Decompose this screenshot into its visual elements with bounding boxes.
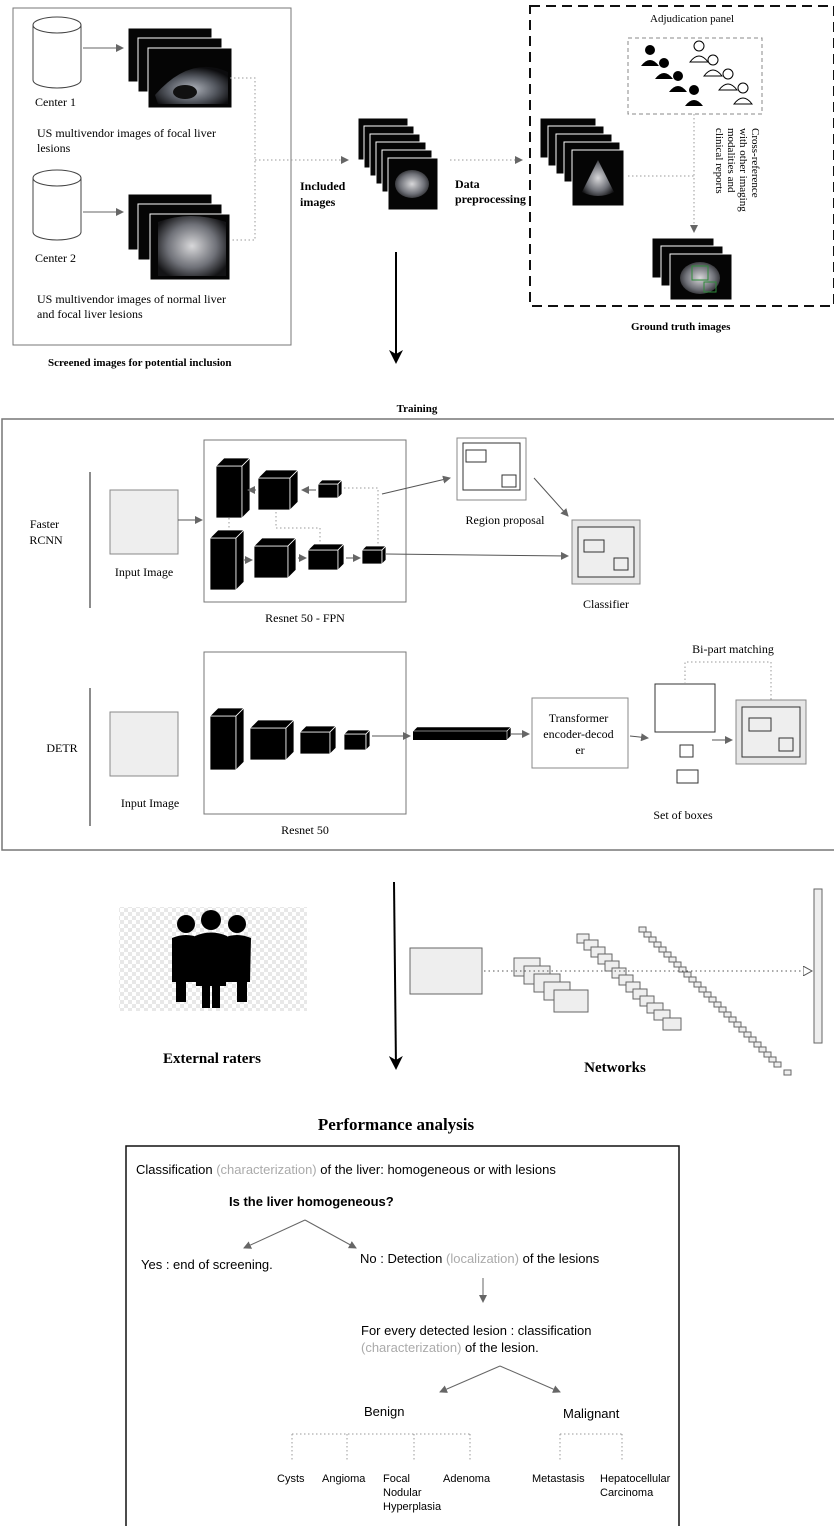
bipart-matching-line <box>684 661 772 700</box>
proposal-box <box>465 449 487 463</box>
adjudication-panel-title: Adjudication panel <box>650 13 734 25</box>
external-raters-label: External raters <box>163 1051 261 1067</box>
lesion-classification-text-2: (characterization) of the lesion. <box>361 1340 539 1355</box>
data-preprocessing-label: Data preprocessing <box>455 177 526 206</box>
benign-tree <box>291 1433 471 1460</box>
performance-box <box>125 1145 680 1526</box>
proposal-box <box>501 474 517 488</box>
fpn-arrow <box>244 486 361 564</box>
features-arrow <box>385 551 569 560</box>
no-detection-text: No : Detection (localization) of the les… <box>360 1251 600 1266</box>
detection-box <box>748 717 772 732</box>
cross-reference-label: Cross-reference with other imaging modal… <box>713 128 761 214</box>
fpn-feature-maps <box>209 457 387 591</box>
fnh-label: Focal Nodular Hyperplasia <box>383 1473 442 1513</box>
training-title: Training <box>397 403 438 415</box>
malignant-label: Malignant <box>563 1406 620 1421</box>
set-box-small <box>676 769 699 784</box>
bipart-matching-label: Bi-part matching <box>692 642 774 656</box>
benign-arrow <box>439 1365 501 1393</box>
center-1-image-stack <box>127 27 233 109</box>
transformer-label: Transformer encoder-decod er <box>543 711 616 757</box>
input-image-box <box>109 489 179 555</box>
benign-label: Benign <box>364 1404 404 1419</box>
ground-truth-caption: Ground truth images <box>631 321 731 333</box>
external-raters-icon <box>172 910 251 1008</box>
resnet-feature-maps <box>209 707 371 771</box>
training-box <box>1 418 834 851</box>
included-image-stack <box>357 117 439 211</box>
classifier-arrow <box>533 477 569 517</box>
set-box-large <box>654 683 716 733</box>
flow-arrow <box>388 881 403 1070</box>
region-proposal-label: Region proposal <box>466 513 546 527</box>
malignant-arrow <box>499 1365 561 1393</box>
database-icon <box>32 169 82 241</box>
detection-box <box>613 557 629 571</box>
cysts-label: Cysts <box>277 1473 305 1485</box>
performance-title: Performance analysis <box>318 1115 475 1134</box>
feature-sequence <box>412 726 512 741</box>
transformer-box <box>531 697 629 769</box>
input-image-box <box>109 711 179 777</box>
center-2-image-stack <box>127 193 231 281</box>
homogeneous-question: Is the liver homogeneous? <box>229 1194 394 1209</box>
detection-box <box>778 737 794 752</box>
center-2-description: US multivendor images of normal liver an… <box>37 292 229 321</box>
decision-arrow-no <box>304 1219 357 1249</box>
classifier-label: Classifier <box>583 597 629 611</box>
network-input-box <box>409 947 483 995</box>
person-icon <box>641 40 754 106</box>
metastasis-label: Metastasis <box>532 1473 585 1485</box>
included-images-label: Included images <box>300 179 348 209</box>
resnet-fpn-label: Resnet 50 - FPN <box>265 611 345 625</box>
detr-label: DETR <box>46 741 77 755</box>
center-2-label: Center 2 <box>35 251 76 265</box>
preprocessed-image-stack <box>539 117 625 207</box>
decision-arrow-yes <box>243 1219 306 1249</box>
angioma-label: Angioma <box>322 1473 366 1485</box>
predictions-arrow <box>629 733 649 742</box>
screened-images-caption: Screened images for potential inclusion <box>48 357 232 369</box>
malignant-tree <box>559 1433 623 1460</box>
hcc-label: Hepatocellular Carcinoma <box>600 1473 673 1499</box>
fpn-lateral-connection <box>228 487 379 546</box>
set-box-small <box>679 744 694 758</box>
rpn-arrow <box>381 475 451 495</box>
center-1-label: Center 1 <box>35 95 76 109</box>
input-image-label: Input Image <box>121 796 179 810</box>
faster-rcnn-label: Faster RCNN <box>29 517 63 547</box>
network-layer <box>513 933 682 1031</box>
yes-end-text: Yes : end of screening. <box>141 1257 273 1272</box>
set-of-boxes-label: Set of boxes <box>653 808 713 822</box>
classification-liver-text: Classification (characterization) of the… <box>136 1162 556 1177</box>
adjudication-box <box>529 5 834 307</box>
network-output-bar <box>813 888 823 1044</box>
detection-box <box>583 539 605 553</box>
center-connector <box>230 77 349 241</box>
networks-label: Networks <box>584 1060 646 1076</box>
input-image-label: Input Image <box>115 565 173 579</box>
resnet50-label: Resnet 50 <box>281 823 329 837</box>
lesion-classification-text: For every detected lesion : classificati… <box>361 1323 592 1338</box>
database-icon <box>32 16 82 89</box>
network-small-layer <box>638 926 792 1076</box>
center-1-description: US multivendor images of focal liver les… <box>37 126 219 155</box>
ground-truth-image-stack <box>651 237 733 301</box>
adjudication-people-box <box>627 37 763 115</box>
screened-images-box <box>12 7 292 346</box>
adenoma-label: Adenoma <box>443 1473 491 1485</box>
